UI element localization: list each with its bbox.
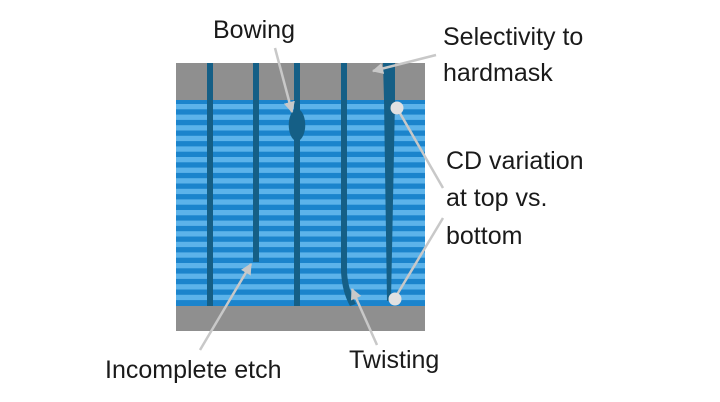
layer-stripe-18: [176, 284, 425, 290]
label-incomplete-etch: Incomplete etch: [105, 356, 282, 384]
layer-stripe-1: [176, 104, 425, 110]
label-twisting: Twisting: [349, 346, 439, 374]
twisting-arrow: [350, 287, 379, 346]
selectivity-arrow: [371, 53, 437, 74]
cd-bottom-line: [393, 217, 445, 299]
layer-stripe-16: [176, 263, 425, 269]
label-selectivity-line1: Selectivity to: [443, 23, 583, 51]
layer-stripe-7: [176, 167, 425, 173]
layer-stripe-11: [176, 210, 425, 216]
cd-top-dot: [390, 101, 404, 115]
layer-stripe-17: [176, 273, 425, 279]
etch-channel-bowing: [288, 63, 306, 306]
layer-stripe-8: [176, 178, 425, 184]
layer-stripe-15: [176, 252, 425, 258]
incomplete-arrow: [198, 263, 253, 351]
label-cd-line3: bottom: [446, 222, 522, 250]
layer-stripe-19: [176, 294, 425, 301]
layer-stripe-5: [176, 146, 425, 152]
layer-stripe-13: [176, 231, 425, 237]
etch-channel-incomplete: [253, 63, 259, 262]
etch-channel-cd-variation: [383, 63, 395, 301]
etch-channels: [207, 63, 395, 306]
label-bowing: Bowing: [213, 16, 295, 44]
bowing-arrow: [273, 47, 295, 114]
cd-bottom-dot: [388, 292, 402, 306]
layer-stripe-10: [176, 199, 425, 205]
layer-stripe-14: [176, 241, 425, 248]
cd-top-line: [395, 107, 445, 189]
layer-stripe-12: [176, 220, 425, 226]
leader-arrows: [198, 47, 445, 351]
label-selectivity-line2: hardmask: [443, 59, 553, 87]
label-cd-line1: CD variation: [446, 147, 584, 175]
layer-stripe-9: [176, 188, 425, 195]
layer-stripe-6: [176, 157, 425, 163]
etch-channel-twisting: [341, 63, 356, 306]
etch-channel-1: [207, 63, 213, 306]
label-cd-line2: at top vs.: [446, 184, 547, 212]
